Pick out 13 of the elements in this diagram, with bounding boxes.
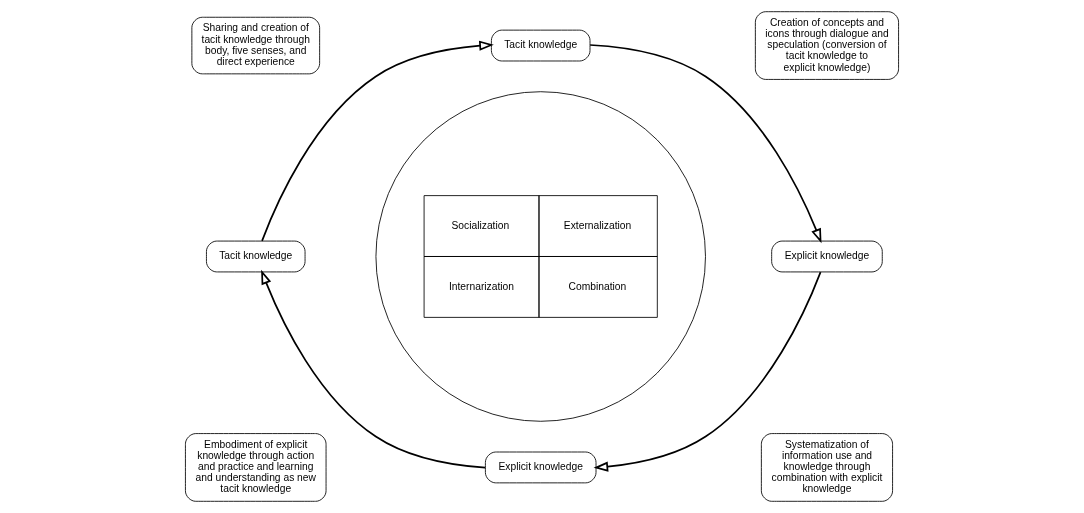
node-box: Systematization of information use and knowledge through combination with explicit knowledge <box>760 433 893 502</box>
node-box: Sharing and creation of tacit knowledge through body, five senses, and direct experience <box>191 16 321 75</box>
arrow <box>593 271 822 472</box>
node-box: Creation of concepts and icons through dialogue and speculation (conversion of tacit knowledge to explicit knowledge) <box>754 11 899 80</box>
node-box: Tacit knowledge <box>490 29 591 62</box>
node-box: Tacit knowledge <box>206 240 306 273</box>
arrow <box>589 44 822 244</box>
node-box: Embodiment of explicit knowledge through action and practice and learning and understanding as new tacit knowledge <box>185 433 327 502</box>
node-box: Explicit knowledge <box>484 451 597 484</box>
arrow <box>261 40 494 242</box>
arrow <box>261 269 487 469</box>
node-box: Explicit knowledge <box>771 240 883 273</box>
node-circle: Socialization Externalization Internarization Combination <box>375 91 706 422</box>
